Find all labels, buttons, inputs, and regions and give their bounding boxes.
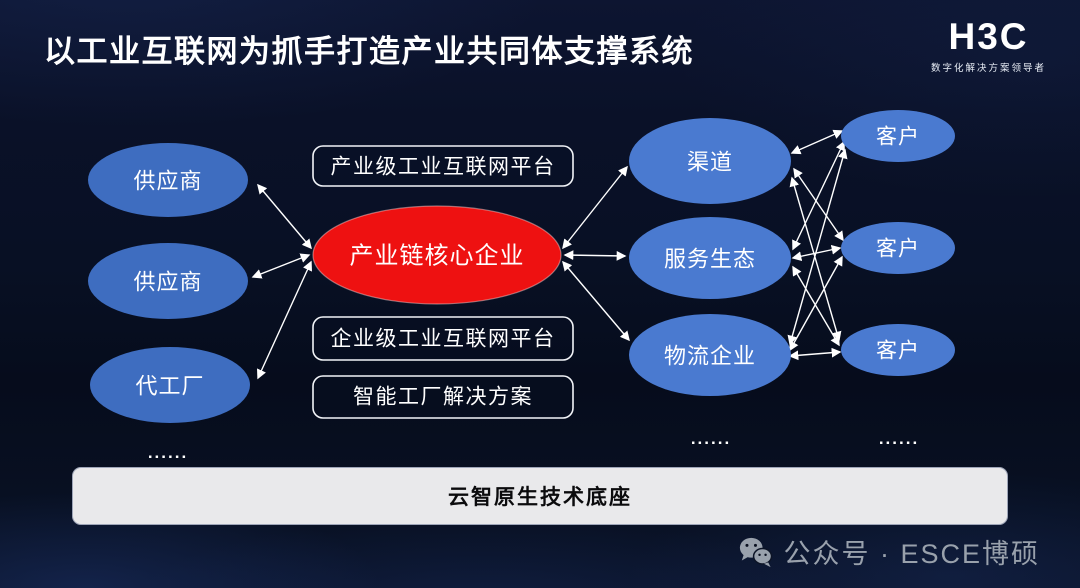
oem-factory-node-shape — [90, 347, 250, 423]
service-ecosystem-node: 服务生态 — [629, 217, 791, 299]
connector-arrow — [251, 253, 311, 279]
ellipsis-right-1: ...... — [691, 429, 731, 448]
connector-arrow — [793, 167, 844, 242]
supplier-node-1-label: 供应商 — [133, 169, 202, 194]
connector-arrow — [562, 260, 630, 342]
supplier-node-2-label: 供应商 — [133, 270, 202, 295]
h3c-logo-tagline: 数字化解决方案领导者 — [930, 62, 1046, 74]
customer-node-1-label: 客户 — [876, 126, 920, 149]
industry-platform-box-shape — [312, 145, 574, 187]
smart-factory-box-shape — [312, 375, 574, 419]
wechat-footer: 公众号 · ESCE博硕 — [737, 532, 1040, 571]
connector-arrow — [257, 260, 312, 380]
customer-node-1: 客户 — [841, 110, 955, 162]
industry-platform-box: 产业级工业互联网平台 — [312, 145, 574, 187]
logistics-node-shape — [629, 314, 791, 396]
connector-arrow — [789, 255, 843, 352]
ellipsis-left: ...... — [148, 443, 188, 462]
channel-node: 渠道 — [629, 118, 791, 204]
connector-arrow — [792, 140, 845, 251]
service-ecosystem-node-label: 服务生态 — [664, 247, 756, 272]
industry-platform-box-label: 产业级工业互联网平台 — [331, 156, 556, 179]
core-enterprise-node-shape — [312, 205, 562, 305]
customer-node-3-label: 客户 — [876, 340, 920, 363]
customer-node-3-shape — [841, 324, 955, 376]
h3c-logo: H3C 数字化解决方案领导者 — [930, 16, 1046, 74]
supplier-node-1: 供应商 — [88, 143, 248, 217]
foundation-bar: 云智原生技术底座 — [72, 467, 1008, 525]
smart-factory-box: 智能工厂解决方案 — [312, 375, 574, 419]
enterprise-platform-box-shape — [312, 316, 574, 361]
core-enterprise-node-label: 产业链核心企业 — [350, 243, 525, 270]
foundation-bar-label: 云智原生技术底座 — [448, 486, 632, 509]
h3c-logo-text: H3C — [948, 16, 1029, 57]
page-title: 以工业互联网为抓手打造产业共同体支撑系统 — [44, 34, 694, 69]
customer-node-2-label: 客户 — [876, 238, 920, 261]
enterprise-platform-box-label: 企业级工业互联网平台 — [331, 328, 556, 351]
customer-node-1-shape — [841, 110, 955, 162]
connector-arrow — [788, 347, 842, 361]
oem-factory-node-label: 代工厂 — [135, 374, 204, 399]
channel-node-shape — [629, 118, 791, 204]
connector-arrow — [787, 148, 848, 346]
customer-node-2: 客户 — [841, 222, 955, 274]
logistics-node: 物流企业 — [629, 314, 791, 396]
ellipsis-right-2: ...... — [879, 429, 919, 448]
connector-arrow — [790, 129, 844, 155]
customer-node-3: 客户 — [841, 324, 955, 376]
channel-node-label: 渠道 — [687, 150, 733, 175]
wechat-icon — [740, 537, 773, 567]
customer-node-2-shape — [841, 222, 955, 274]
smart-factory-box-label: 智能工厂解决方案 — [353, 386, 533, 409]
logistics-node-label: 物流企业 — [664, 344, 756, 369]
core-enterprise-node: 产业链核心企业 — [312, 205, 562, 305]
oem-factory-node: 代工厂 — [90, 347, 250, 423]
connector-arrow — [257, 183, 312, 250]
supplier-node-2-shape — [88, 243, 248, 319]
wechat-account-text: 公众号 · ESCE博硕 — [783, 539, 1040, 569]
connector-arrows — [251, 129, 848, 380]
connector-arrow — [562, 165, 628, 250]
supplier-node-2: 供应商 — [88, 243, 248, 319]
service-ecosystem-node-shape — [629, 217, 791, 299]
supplier-node-1-shape — [88, 143, 248, 217]
connector-arrow — [563, 250, 627, 261]
enterprise-platform-box: 企业级工业互联网平台 — [312, 316, 574, 361]
